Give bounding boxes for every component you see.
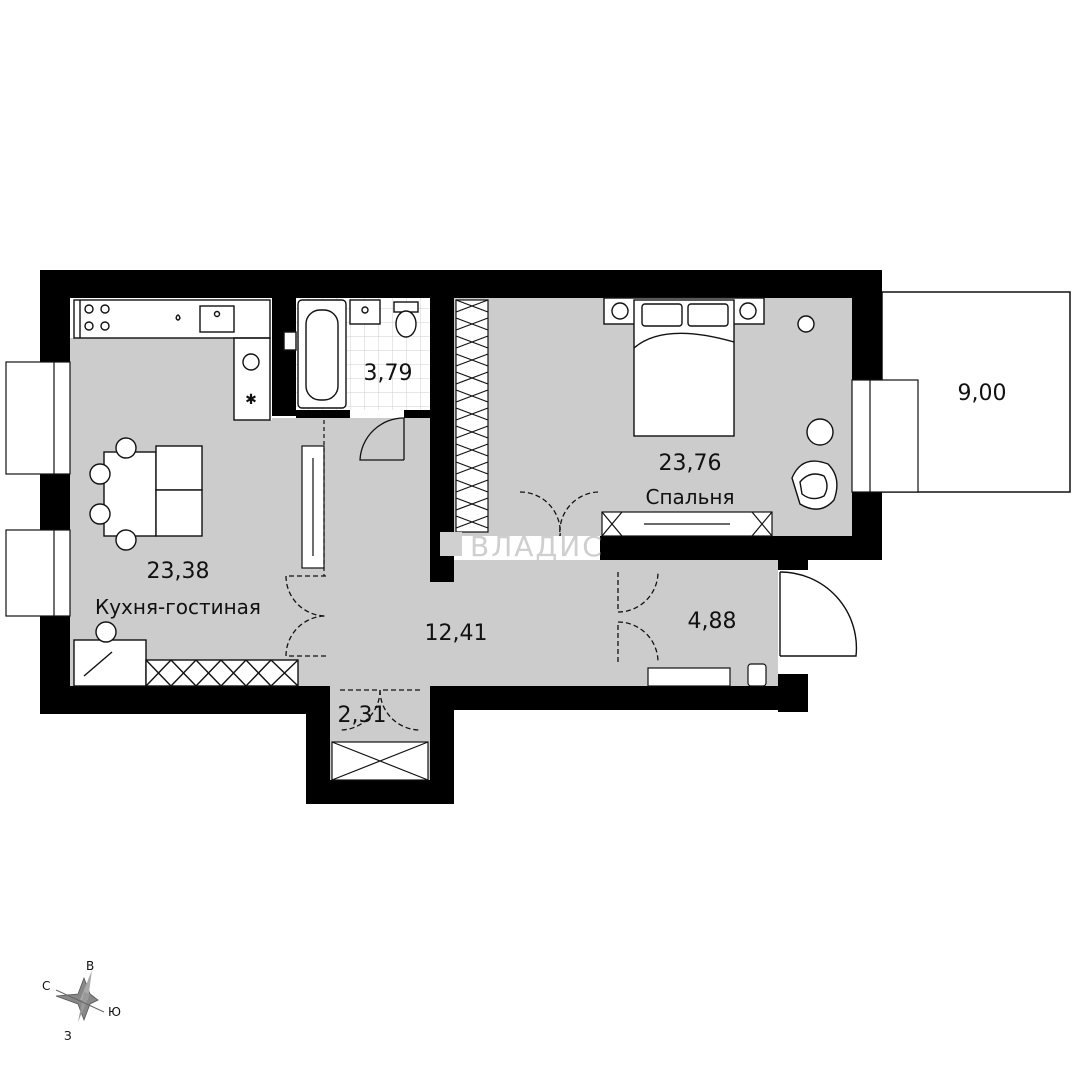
hall-area: 12,41 <box>425 621 488 646</box>
shoe-rack <box>647 663 767 687</box>
entrance-door[interactable] <box>779 571 858 657</box>
compass-west: З <box>64 1029 72 1043</box>
corridor-area: 4,88 <box>688 609 737 634</box>
bathroom-door <box>359 417 405 461</box>
labels: 23,38 Кухня-гостиная 3,79 23,76 Спальня … <box>95 361 1006 728</box>
vestibule-area: 2,31 <box>338 703 387 728</box>
armchair <box>791 460 838 510</box>
vestibule-storage <box>331 741 429 781</box>
bathroom-area: 3,79 <box>364 361 413 386</box>
logo-mark-icon <box>440 532 462 556</box>
kitchen-windows <box>5 361 71 617</box>
watermark-text: ВЛАДИС <box>470 530 604 563</box>
bedroom-area: 23,76 <box>659 451 722 476</box>
wardrobe <box>455 299 489 533</box>
compass-east: В <box>86 959 94 973</box>
kitchen-living-name: Кухня-гостиная <box>95 595 261 619</box>
compass-south: Ю <box>108 1005 121 1019</box>
hall-cabinet <box>301 420 325 576</box>
washing-machine-icon <box>242 353 260 371</box>
watermark: ВЛАДИС <box>440 530 604 563</box>
kitchen-living-area: 23,38 <box>147 559 210 584</box>
bed <box>603 297 834 446</box>
doors <box>285 491 659 731</box>
walls <box>40 270 882 804</box>
bedroom-name: Спальня <box>646 485 735 509</box>
kitchen-counter: ✱ <box>73 299 271 421</box>
svg-text:✱: ✱ <box>245 392 257 408</box>
compass-north: С <box>42 979 50 993</box>
dining-table <box>89 437 203 551</box>
stove-icon <box>84 304 94 314</box>
bathroom-fixtures <box>283 299 419 409</box>
terrace-area: 9,00 <box>958 381 1007 406</box>
compass-rose-icon: С В Ю З <box>42 959 121 1043</box>
tv-stand <box>601 511 773 537</box>
bedroom-window <box>851 379 919 493</box>
desk <box>73 621 299 687</box>
